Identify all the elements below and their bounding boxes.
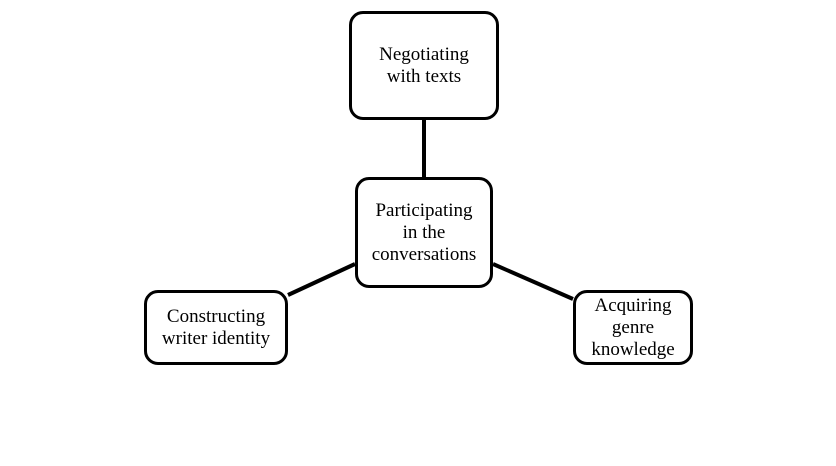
node-label-line: Constructing [166,305,266,327]
node-label-line: writer identity [161,327,271,349]
node-negotiating-with-texts: Negotiating with texts [349,11,499,120]
node-label: Negotiating with texts [379,44,469,88]
node-label: Acquiring genre knowledge [591,295,674,361]
node-label-line: in the [402,221,446,243]
node-label-line: with texts [386,65,462,87]
node-label-line: Participating [375,199,473,221]
node-label: Participating in the conversations [372,200,476,266]
node-label: Constructing writer identity [162,306,270,350]
node-label-line: Negotiating [379,43,469,65]
edge-center-right [492,262,574,301]
node-constructing-writer-identity: Constructing writer identity [144,290,288,365]
node-acquiring-genre-knowledge: Acquiring genre knowledge [573,290,693,365]
edge-center-left [287,262,356,297]
node-label-line: conversations [371,243,477,265]
node-label-line: genre [611,316,655,338]
node-label-line: knowledge [591,338,675,360]
node-label-line: Acquiring [594,294,672,316]
node-participating-in-the-conversations: Participating in the conversations [355,177,493,288]
